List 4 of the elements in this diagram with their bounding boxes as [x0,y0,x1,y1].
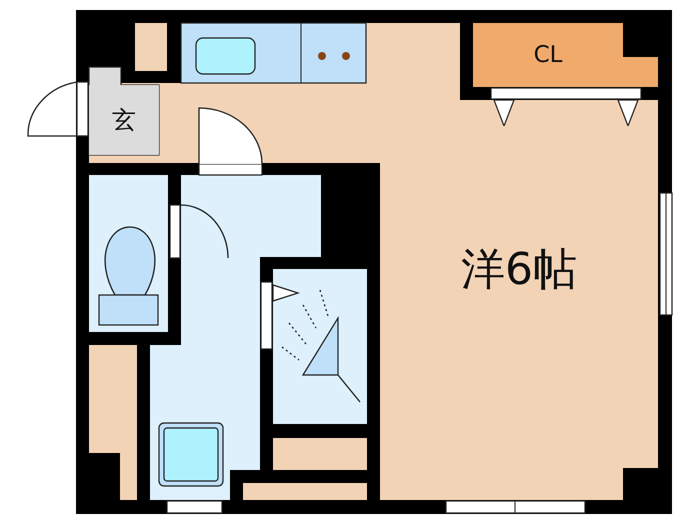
room-label: 玄 [112,108,136,132]
room-label: CL [534,44,562,66]
room-label: 洋6帖 [461,248,577,292]
entrance-area [89,85,159,155]
